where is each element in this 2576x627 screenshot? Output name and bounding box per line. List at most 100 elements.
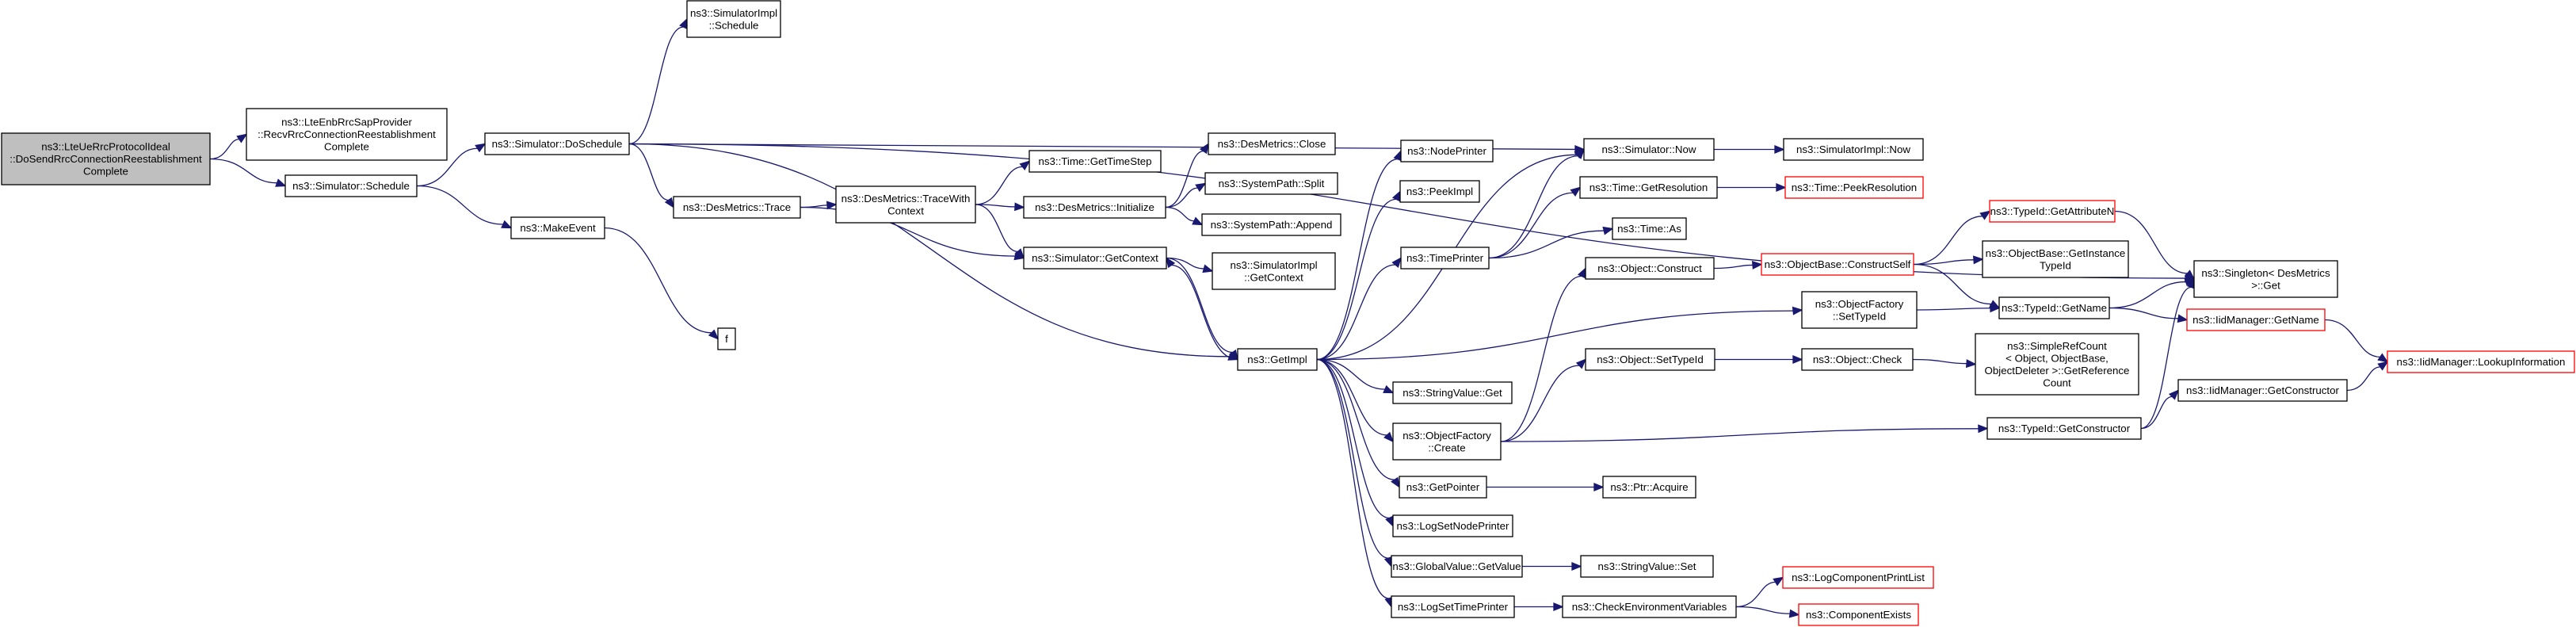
node-label: < Object, ObjectBase, — [2005, 352, 2109, 364]
node-iidLookup[interactable]: ns3::IidManager::LookupInformation — [2387, 350, 2575, 373]
node-label: ns3::GetPointer — [1406, 481, 1480, 493]
node-getPointer[interactable]: ns3::GetPointer — [1399, 476, 1487, 499]
node-box — [1400, 140, 1494, 162]
node-box — [1399, 180, 1480, 203]
node-ptrAcquire[interactable]: ns3::Ptr::Acquire — [1602, 476, 1696, 499]
arrowhead — [1202, 264, 1214, 273]
node-pathAppend[interactable]: ns3::SystemPath::Append — [1201, 213, 1341, 236]
node-objSetTypeId[interactable]: ns3::Object::SetTypeId — [1585, 348, 1715, 371]
node-box — [686, 0, 781, 38]
node-iidGetName[interactable]: ns3::IidManager::GetName — [2186, 308, 2326, 331]
node-implNow[interactable]: ns3::SimulatorImpl::Now — [1783, 138, 1924, 161]
node-getAttrN[interactable]: ns3::TypeId::GetAttributeN — [1989, 200, 2116, 223]
node-box — [246, 108, 448, 161]
node-label: ns3::SystemPath::Append — [1211, 219, 1333, 231]
node-box — [1391, 595, 1515, 618]
node-singletonGet[interactable]: ns3::Singleton< DesMetrics>::Get — [2193, 260, 2338, 298]
node-nodePrinter[interactable]: ns3::NodePrinter — [1400, 140, 1494, 162]
node-simImplSchedule[interactable]: ns3::SimulatorImpl::Schedule — [686, 0, 781, 38]
arrowhead — [2168, 389, 2180, 400]
node-label: ns3::TimePrinter — [1406, 252, 1484, 264]
arrowhead — [1575, 358, 1587, 369]
node-getImpl[interactable]: ns3::GetImpl — [1237, 348, 1318, 371]
node-checkEnv[interactable]: ns3::CheckEnvironmentVariables — [1562, 595, 1737, 618]
node-makeEvent[interactable]: ns3::MakeEvent — [510, 216, 605, 239]
node-objConstruct[interactable]: ns3::Object::Construct — [1585, 257, 1715, 280]
node-label: ns3::ComponentExists — [1806, 609, 1911, 621]
node-stringSet[interactable]: ns3::StringValue::Set — [1580, 555, 1714, 578]
node-timeAs[interactable]: ns3::Time::As — [1612, 217, 1687, 240]
arrowhead — [236, 133, 248, 143]
node-getContext[interactable]: ns3::Simulator::GetContext — [1023, 247, 1167, 270]
arrowhead — [664, 197, 674, 208]
node-label: ns3::Object::Construct — [1597, 262, 1702, 274]
node-ofSetTypeId[interactable]: ns3::ObjectFactory::SetTypeId — [1801, 291, 1918, 329]
arrowhead — [1571, 562, 1582, 571]
node-logSetNode[interactable]: ns3::LogSetNodePrinter — [1392, 514, 1513, 537]
node-peekResolution[interactable]: ns3::Time::PeekResolution — [1784, 176, 1924, 199]
edge-traceWithContext-getTimeStep — [975, 166, 1023, 205]
arrowhead — [1228, 349, 1238, 361]
node-label: ::GetContext — [1244, 271, 1303, 283]
node-label: ObjectDeleter >::GetReference — [1985, 365, 2130, 377]
node-root[interactable]: ns3::LteUeRrcProtocolIdeal::DoSendRrcCon… — [1, 132, 211, 185]
node-iidGetCtor[interactable]: ns3::IidManager::GetConstructor — [2177, 379, 2348, 402]
arrowhead — [1391, 257, 1402, 268]
node-schedule[interactable]: ns3::Simulator::Schedule — [284, 174, 418, 197]
node-recv[interactable]: ns3::LteEnbRrcSapProvider::RecvRrcConnec… — [246, 108, 448, 161]
node-doSchedule[interactable]: ns3::Simulator::DoSchedule — [484, 132, 630, 155]
node-box — [1784, 176, 1924, 199]
arrowhead — [475, 143, 487, 153]
node-refCount[interactable]: ns3::SimpleRefCount< Object, ObjectBase,… — [1975, 333, 2139, 396]
arrowhead — [2377, 361, 2389, 371]
node-label: ns3::IidManager::GetName — [2192, 314, 2319, 326]
node-box — [2193, 260, 2338, 298]
arrowhead — [1195, 182, 1207, 193]
node-label: ns3::StringValue::Get — [1402, 387, 1502, 399]
node-compExists[interactable]: ns3::ComponentExists — [1798, 603, 1919, 626]
edge-traceWithContext-desInit — [975, 204, 1016, 208]
node-logSetTime[interactable]: ns3::LogSetTimePrinter — [1391, 595, 1515, 618]
arrowhead — [1383, 431, 1395, 443]
node-constructSelf[interactable]: ns3::ObjectBase::ConstructSelf — [1761, 253, 1914, 276]
edge-getImpl-ofSetTypeId — [1316, 310, 1794, 361]
node-desTrace[interactable]: ns3::DesMetrics::Trace — [673, 196, 801, 219]
node-typeGetName[interactable]: ns3::TypeId::GetName — [1998, 296, 2110, 319]
node-box — [1602, 476, 1696, 499]
node-box — [2186, 308, 2326, 331]
node-pathSplit[interactable]: ns3::SystemPath::Split — [1204, 172, 1338, 195]
arrowhead — [1199, 143, 1209, 155]
edge-constructSelf-typeGetName — [1913, 263, 1992, 305]
node-ofCreate[interactable]: ns3::ObjectFactory::Create — [1392, 422, 1502, 461]
node-getResolution[interactable]: ns3::Time::GetResolution — [1579, 176, 1718, 199]
node-f[interactable]: f — [717, 327, 736, 350]
edges-layer — [209, 17, 2389, 618]
node-label: ns3::Simulator::GetContext — [1032, 252, 1158, 264]
node-label: ns3::DesMetrics::Close — [1218, 138, 1326, 150]
node-stringGet[interactable]: ns3::StringValue::Get — [1392, 381, 1513, 404]
node-logCompPrint[interactable]: ns3::LogComponentPrintList — [1782, 566, 1934, 589]
node-typeGetCtor[interactable]: ns3::TypeId::GetConstructor — [1986, 417, 2142, 440]
edge-iidGetName-iidLookup — [2324, 319, 2380, 358]
node-peekImpl[interactable]: ns3::PeekImpl — [1399, 180, 1480, 203]
edge-constructSelf-getInstanceTypeId — [1913, 259, 1975, 266]
arrowhead — [1792, 306, 1803, 315]
edge-getContext-getImpl — [1166, 257, 1233, 354]
node-getTimeStep[interactable]: ns3::Time::GetTimeStep — [1028, 150, 1162, 173]
node-simNow[interactable]: ns3::Simulator::Now — [1583, 138, 1715, 161]
node-timePrinter[interactable]: ns3::TimePrinter — [1400, 247, 1490, 270]
edge-getImpl-ofCreate — [1316, 358, 1387, 436]
node-desClose[interactable]: ns3::DesMetrics::Close — [1208, 132, 1336, 155]
arrowhead — [501, 220, 513, 229]
node-box — [284, 174, 418, 197]
edge-traceWithContext-getContext — [975, 204, 1018, 252]
node-label: ::SetTypeId — [1833, 310, 1886, 322]
node-globalGet[interactable]: ns3::GlobalValue::GetValue — [1391, 555, 1523, 578]
arrowhead — [1553, 602, 1564, 611]
node-desInit[interactable]: ns3::DesMetrics::Initialize — [1023, 196, 1166, 219]
node-label: ns3::ObjectFactory — [1402, 430, 1491, 442]
node-objCheck[interactable]: ns3::Object::Check — [1801, 348, 1914, 371]
node-implGetContext[interactable]: ns3::SimulatorImpl::GetContext — [1212, 252, 1336, 290]
